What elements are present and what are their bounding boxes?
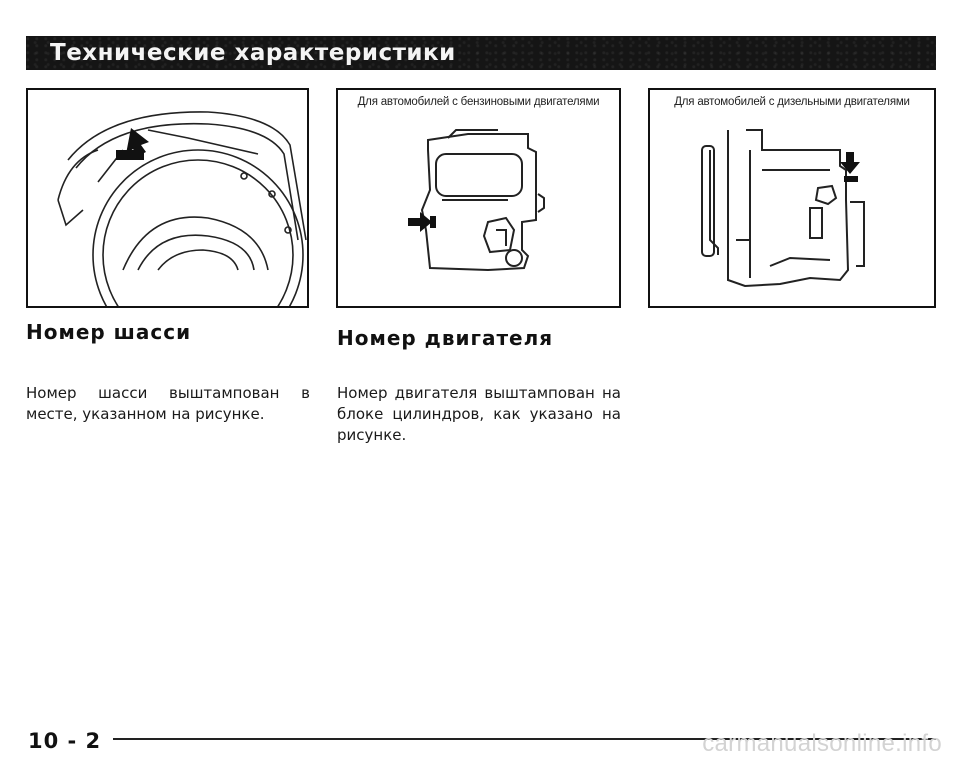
diesel-engine-illustration [701,129,865,288]
petrol-engine-illustration [408,129,545,272]
chassis-number-description: Номер шасси выштампован в месте, указанн… [26,384,310,423]
engine-number-description: Номер двигателя выштампован на блоке цил… [337,384,621,444]
petrol-arrow-icon [408,212,432,232]
footer-rule [113,738,936,740]
chassis-number-heading: Номер шасси [26,320,192,344]
diesel-engine-figure: Для автомобилей с дизельными двигателями [648,88,936,308]
chassis-arrow-icon [126,128,149,156]
petrol-figure-caption: Для автомобилей с бензиновыми двигателям… [357,96,600,108]
diesel-arrow-icon [840,152,860,174]
page-number: 10 - 2 [28,729,102,753]
page-title: Технические характеристики [50,40,456,66]
engine-number-heading: Номер двигателя [337,326,554,350]
site-watermark: carmanualsonline.info [702,730,942,757]
chassis-illustration [57,111,307,306]
diesel-stamp-mark [844,176,858,182]
section-header-banner: Технические характеристики [26,36,936,70]
diesel-figure-caption: Для автомобилей с дизельными двигателями [674,96,910,108]
petrol-stamp-mark [430,216,436,228]
chassis-number-figure [26,88,309,308]
stamp-mark [116,150,144,160]
petrol-engine-figure: Для автомобилей с бензиновыми двигателям… [336,88,621,308]
